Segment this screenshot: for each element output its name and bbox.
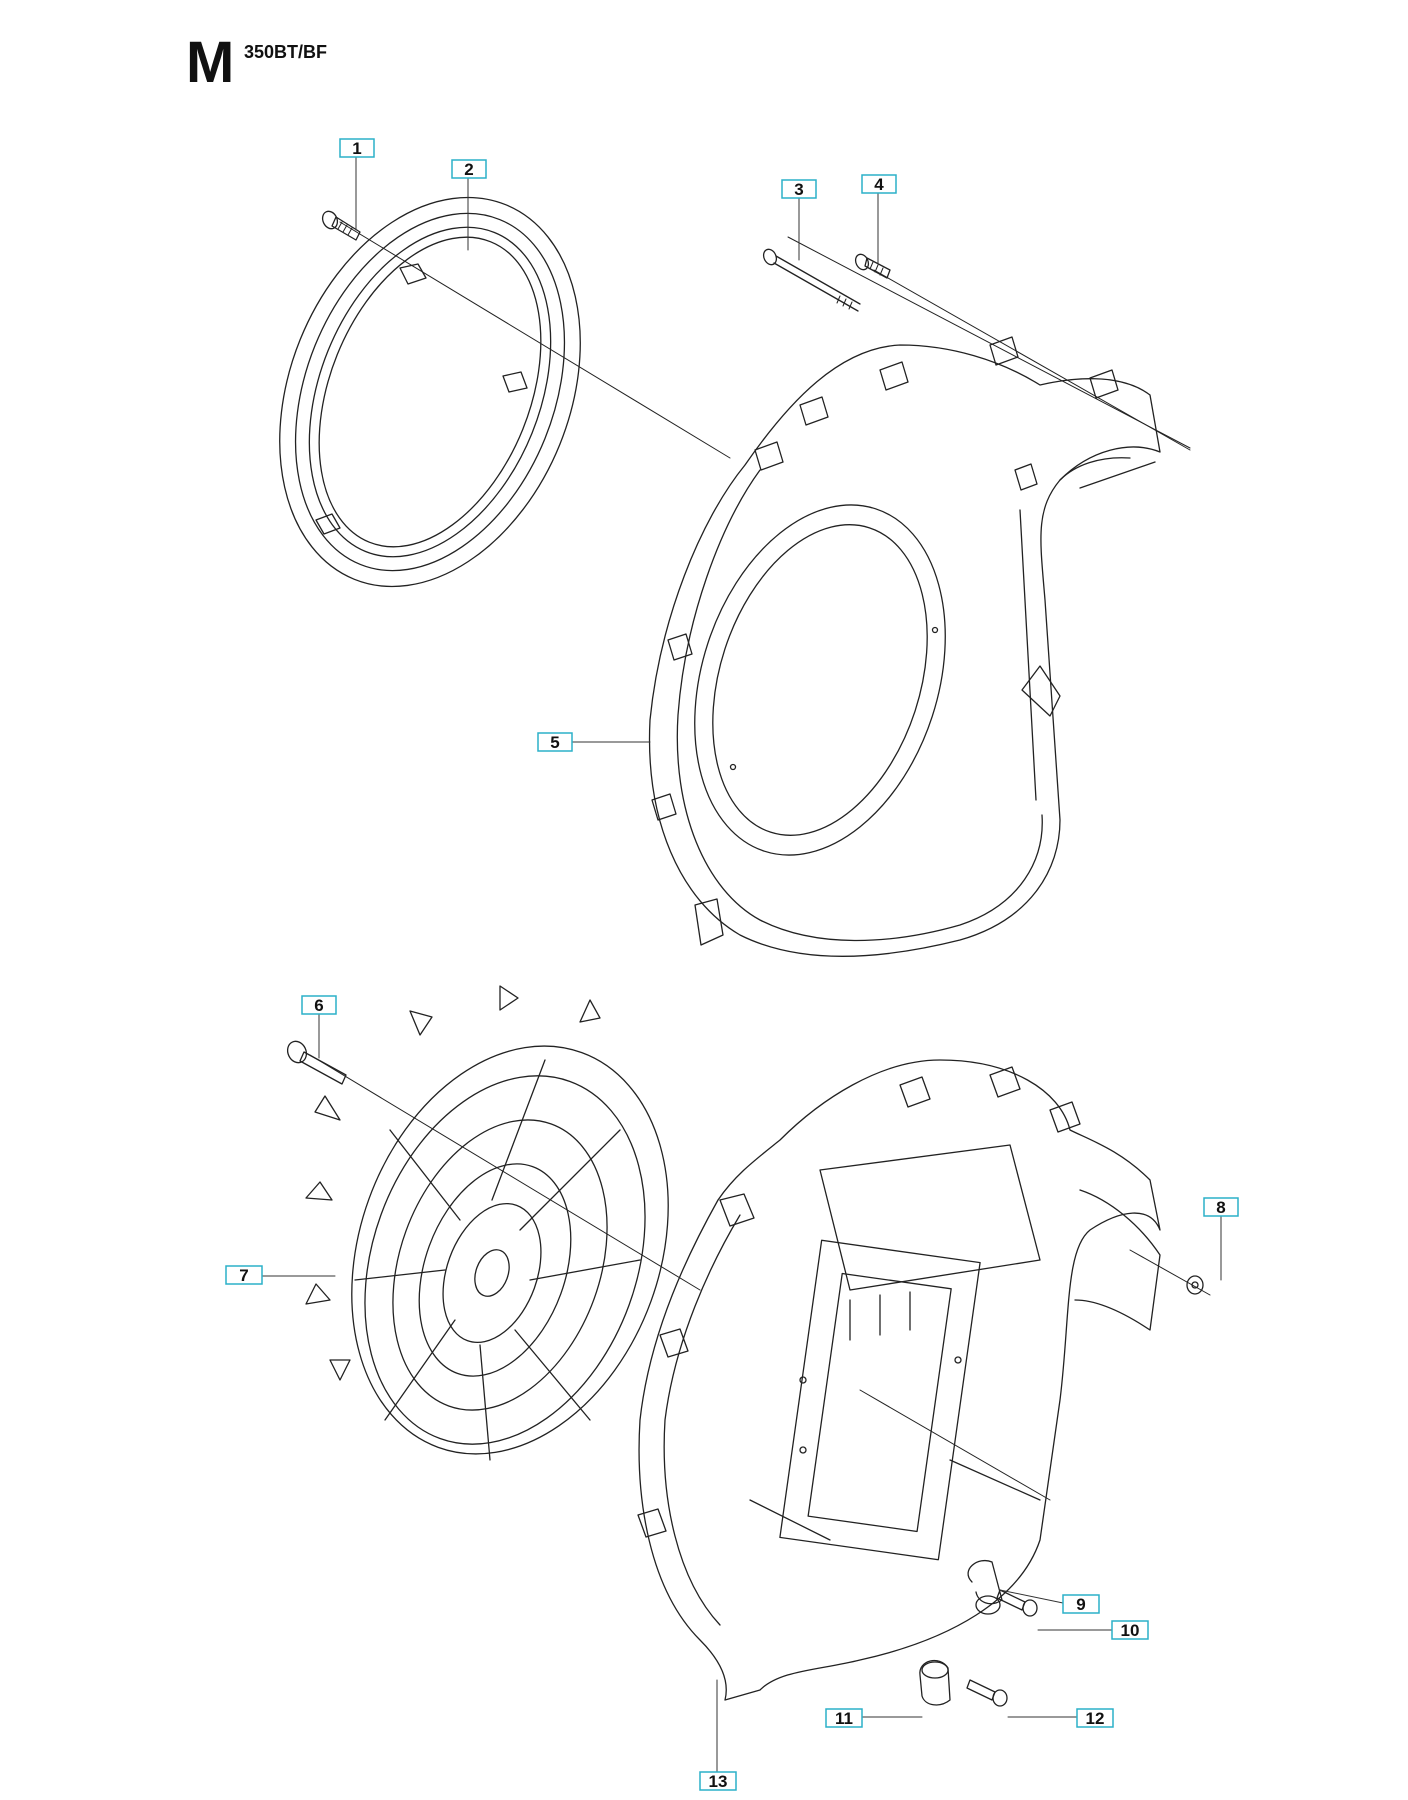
assembly-axis-line <box>339 221 731 459</box>
callout-number: 11 <box>835 1709 853 1728</box>
callout-number: 8 <box>1216 1198 1225 1217</box>
callout-11: 11 <box>825 1708 863 1728</box>
callout-4: 4 <box>861 174 897 194</box>
screw-part-1 <box>321 210 361 241</box>
callout-number: 13 <box>709 1772 728 1791</box>
screw-part-12 <box>966 1679 1008 1707</box>
callout-number: 6 <box>314 996 323 1015</box>
screw-part-4 <box>854 253 891 279</box>
callout-number: 1 <box>352 139 361 158</box>
callout-box <box>1203 1197 1239 1217</box>
callout-box <box>339 138 375 158</box>
impeller-fan-part-7 <box>305 985 669 1461</box>
assembly-axis-line <box>873 269 1191 451</box>
callout-number: 2 <box>464 160 473 179</box>
callout-9: 9 <box>1062 1594 1100 1614</box>
callout-number: 9 <box>1076 1595 1085 1614</box>
long-bolt-part-3 <box>762 248 861 312</box>
callout-box <box>1076 1708 1114 1728</box>
callout-box <box>1111 1620 1149 1640</box>
callout-number: 3 <box>794 180 803 199</box>
callout-box <box>861 174 897 194</box>
callout-box <box>225 1265 263 1285</box>
callout-13: 13 <box>699 1771 737 1791</box>
callout-12: 12 <box>1076 1708 1114 1728</box>
callout-box <box>1062 1594 1100 1614</box>
callout-box <box>537 732 573 752</box>
callout-box <box>451 159 487 179</box>
callout-8: 8 <box>1203 1197 1239 1217</box>
callout-10: 10 <box>1111 1620 1149 1640</box>
callout-box <box>301 995 337 1015</box>
callout-number: 4 <box>874 175 884 194</box>
callout-box <box>825 1708 863 1728</box>
clamp-part-9 <box>967 1559 1003 1615</box>
assembly-axis-line <box>1129 1249 1211 1296</box>
clamp-part-11 <box>919 1659 951 1706</box>
callout-box <box>699 1771 737 1791</box>
main-housing-part-13 <box>637 1059 1161 1701</box>
callout-number: 10 <box>1121 1621 1140 1640</box>
callout-1: 1 <box>339 138 375 158</box>
assembly-axis-line <box>309 1054 701 1291</box>
screw-part-10 <box>996 1589 1038 1617</box>
callout-6: 6 <box>301 995 337 1015</box>
fan-housing-part-5 <box>648 336 1161 957</box>
callout-number: 7 <box>239 1266 248 1285</box>
callout-7: 7 <box>225 1265 263 1285</box>
callout-5: 5 <box>537 732 573 752</box>
model-name: 350BT/BF <box>244 42 328 62</box>
assembly-axis-line <box>787 236 1191 449</box>
ring-part-2 <box>279 196 581 588</box>
callout-number: 5 <box>550 733 559 752</box>
callout-2: 2 <box>451 159 487 179</box>
callout-box <box>781 179 817 199</box>
callout-number: 12 <box>1086 1709 1105 1728</box>
section-letter: M <box>186 30 235 95</box>
callout-3: 3 <box>781 179 817 199</box>
leader-lines <box>261 155 1222 1773</box>
nut-part-8 <box>1186 1275 1204 1295</box>
bolt-part-6 <box>286 1040 347 1085</box>
